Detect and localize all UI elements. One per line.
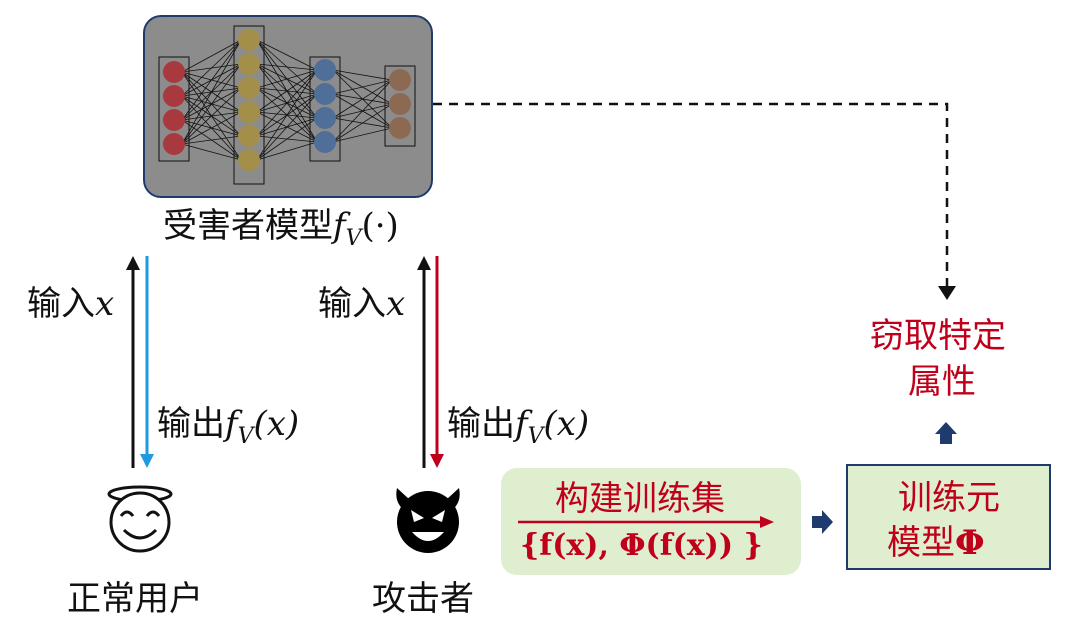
nn-edge <box>181 39 242 121</box>
dashed-connector <box>433 102 949 298</box>
nn-edge <box>332 79 393 119</box>
train-to-meta-arrow <box>812 510 833 534</box>
nn-node <box>238 53 260 75</box>
nn-edge <box>181 39 242 97</box>
nn-edge <box>332 69 393 81</box>
normal-user-label: 正常用户 <box>67 579 203 619</box>
nn-edge <box>332 79 393 95</box>
nn-edge <box>181 143 242 161</box>
left-input-arrowhead <box>126 256 140 270</box>
nn-node <box>314 83 336 105</box>
nn-edge <box>181 63 242 145</box>
nn-node <box>314 131 336 153</box>
nn-edge <box>256 117 318 161</box>
steal-attribute-line1: 窃取特定 <box>870 316 1006 356</box>
nn-layer-frame <box>158 56 190 162</box>
nn-edge <box>181 87 242 145</box>
nn-node <box>238 125 260 147</box>
nn-layer-frame <box>384 65 416 147</box>
nn-edge <box>181 111 242 145</box>
nn-edge <box>332 103 393 143</box>
nn-layer-frame <box>309 56 341 162</box>
meta-model-line2: 模型Φ <box>887 523 985 563</box>
victim-model-label: 受害者模型fV(·) <box>163 206 399 251</box>
nn-edge <box>256 69 318 137</box>
dashed-arrowhead <box>938 286 956 300</box>
nn-node <box>163 61 185 83</box>
right-input-label: 输入x <box>318 284 406 324</box>
right-output-arrowhead <box>430 454 444 468</box>
nn-edge <box>181 39 242 73</box>
nn-node <box>389 93 411 115</box>
steal-attribute-line2: 属性 <box>908 362 976 402</box>
training-set-formula: {f(x), Φ(f(x)) } <box>520 528 763 563</box>
nn-node <box>238 29 260 51</box>
meta-model-line1: 训练元 <box>898 478 1000 518</box>
nn-edge <box>256 141 318 161</box>
nn-node <box>314 59 336 81</box>
nn-edge <box>256 63 318 71</box>
nn-node <box>163 109 185 131</box>
left-output-label: 输出fV(x) <box>157 404 300 449</box>
nn-node <box>238 149 260 171</box>
nn-node <box>163 85 185 107</box>
nn-edge <box>256 69 318 89</box>
nn-layer-frame <box>233 25 265 185</box>
nn-edge <box>181 135 242 145</box>
nn-edge <box>181 39 242 145</box>
nn-edge <box>256 93 318 161</box>
right-input-arrowhead <box>417 256 431 270</box>
attacker-label: 攻击者 <box>372 579 474 619</box>
nn-node <box>163 133 185 155</box>
nn-node <box>238 77 260 99</box>
left-input-label: 输入x <box>27 284 115 324</box>
nn-edge <box>332 127 393 143</box>
nn-node <box>389 69 411 91</box>
training-set-title: 构建训练集 <box>555 479 725 519</box>
nn-edge <box>256 39 318 71</box>
nn-edge <box>256 69 318 161</box>
right-output-label: 输出fV(x) <box>447 404 590 449</box>
nn-edge <box>332 79 393 143</box>
nn-node <box>389 117 411 139</box>
nn-edge <box>256 69 318 113</box>
nn-node <box>314 107 336 129</box>
meta-to-steal-arrow <box>935 422 957 444</box>
meta-model-box <box>846 464 1051 570</box>
nn-node <box>238 101 260 123</box>
left-output-arrowhead <box>140 454 154 468</box>
